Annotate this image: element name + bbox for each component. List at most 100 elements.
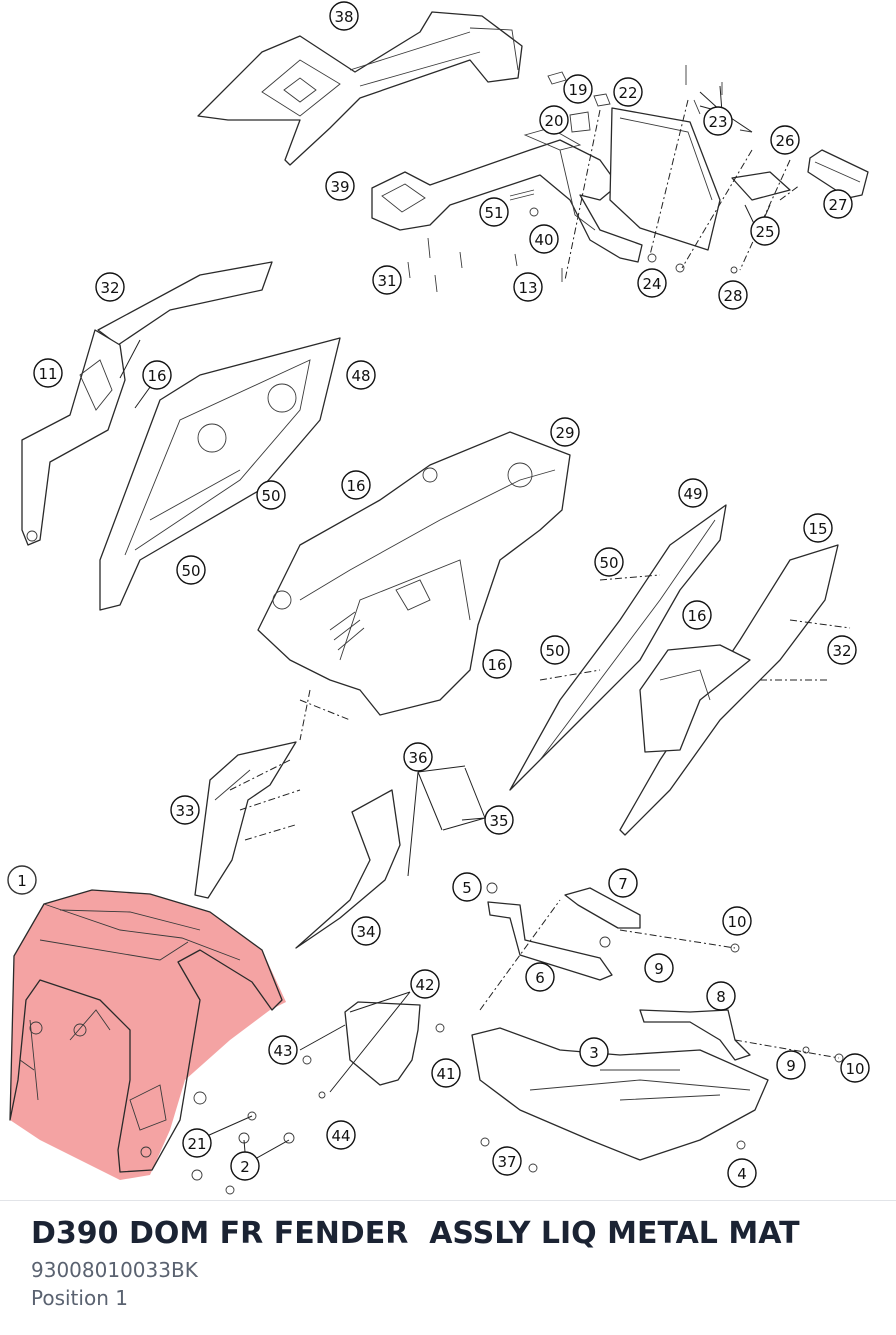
callout-49[interactable]: 49 [678, 478, 708, 508]
callout-16[interactable]: 16 [682, 600, 712, 630]
callout-circle [722, 906, 752, 936]
callout-11[interactable]: 11 [33, 358, 63, 388]
callout-50[interactable]: 50 [176, 555, 206, 585]
callout-label: 50 [545, 642, 564, 660]
callout-circle [410, 969, 440, 999]
part-38-grab-rail[interactable] [197, 11, 523, 166]
callout-7[interactable]: 7 [608, 868, 638, 898]
part-41-inner-fender[interactable] [344, 1001, 421, 1086]
part-11-side-panel[interactable] [21, 329, 126, 546]
callout-9[interactable]: 9 [776, 1050, 806, 1080]
callout-label: 1 [17, 872, 27, 890]
callout-label: 13 [518, 279, 537, 297]
callout-41[interactable]: 41 [431, 1058, 461, 1088]
callout-20[interactable]: 20 [539, 105, 569, 135]
callout-label: 16 [346, 477, 365, 495]
part-48-inner-panel[interactable] [99, 337, 341, 611]
part-39-rail-bracket[interactable] [371, 127, 643, 263]
callout-34[interactable]: 34 [351, 916, 381, 946]
callout-label: 32 [100, 279, 119, 297]
callout-27[interactable]: 27 [823, 189, 853, 219]
callout-21[interactable]: 21 [182, 1128, 212, 1158]
callout-22[interactable]: 22 [613, 77, 643, 107]
callout-32[interactable]: 32 [95, 272, 125, 302]
callout-circle [479, 197, 509, 227]
callout-circle [803, 513, 833, 543]
callout-circle [637, 268, 667, 298]
part-7-bracket[interactable] [564, 887, 641, 929]
callout-42[interactable]: 42 [410, 969, 440, 999]
callout-label: 28 [723, 287, 742, 305]
part-info-panel: D390 DOM FR FENDER ASSLY LIQ METAL MAT 9… [31, 1212, 871, 1312]
callout-10[interactable]: 10 [840, 1053, 870, 1083]
callout-circle [33, 358, 63, 388]
callout-15[interactable]: 15 [803, 513, 833, 543]
callout-13[interactable]: 13 [513, 272, 543, 302]
part-33-small-cover[interactable] [194, 741, 297, 899]
callout-39[interactable]: 39 [325, 171, 355, 201]
callout-31[interactable]: 31 [372, 265, 402, 295]
callout-50[interactable]: 50 [256, 480, 286, 510]
callout-44[interactable]: 44 [326, 1120, 356, 1150]
callout-6[interactable]: 6 [525, 962, 555, 992]
callout-label: 19 [568, 81, 587, 99]
callout-circle [540, 635, 570, 665]
callout-19[interactable]: 19 [563, 74, 593, 104]
callout-16[interactable]: 16 [341, 470, 371, 500]
callout-51[interactable]: 51 [479, 197, 509, 227]
part-29-seat-frame[interactable] [257, 431, 571, 716]
callout-label: 21 [187, 1135, 206, 1153]
part-25-reflector-bracket[interactable] [731, 171, 791, 201]
callout-26[interactable]: 26 [770, 125, 800, 155]
callout-10[interactable]: 10 [722, 906, 752, 936]
callout-2[interactable]: 2 [230, 1151, 260, 1181]
part-3-underguard[interactable] [471, 1027, 769, 1161]
callout-33[interactable]: 33 [170, 795, 200, 825]
callout-38[interactable]: 38 [329, 1, 359, 31]
callout-40[interactable]: 40 [529, 224, 559, 254]
part-27-reflector[interactable] [807, 149, 869, 199]
callout-circle [550, 417, 580, 447]
callout-36[interactable]: 36 [403, 742, 433, 772]
callout-1[interactable]: 1 [7, 865, 37, 895]
part-34-center-panel[interactable] [295, 789, 401, 949]
callout-4[interactable]: 4 [727, 1158, 757, 1188]
callout-9[interactable]: 9 [644, 953, 674, 983]
callout-label: 41 [436, 1065, 455, 1083]
part-1-front-fender[interactable] [9, 889, 286, 1180]
part-49-tail-strip[interactable] [509, 504, 727, 791]
callout-48[interactable]: 48 [346, 360, 376, 390]
callout-37[interactable]: 37 [492, 1146, 522, 1176]
part-15-side-fairing[interactable] [619, 544, 839, 836]
callout-5[interactable]: 5 [452, 872, 482, 902]
callout-label: 27 [828, 196, 847, 214]
callout-circle [170, 795, 200, 825]
callout-29[interactable]: 29 [550, 417, 580, 447]
callout-3[interactable]: 3 [579, 1037, 609, 1067]
callout-50[interactable]: 50 [594, 547, 624, 577]
part-8-bracket[interactable] [639, 1009, 751, 1061]
part-22-plate-holder[interactable] [609, 107, 721, 251]
callout-16[interactable]: 16 [142, 360, 172, 390]
callout-label: 8 [716, 988, 726, 1006]
callout-23[interactable]: 23 [703, 106, 733, 136]
callout-8[interactable]: 8 [706, 981, 736, 1011]
part-6-bracket[interactable] [487, 901, 613, 981]
callout-circle [351, 916, 381, 946]
callout-label: 50 [181, 562, 200, 580]
callout-label: 15 [808, 520, 827, 538]
callout-circle [563, 74, 593, 104]
callout-32[interactable]: 32 [827, 635, 857, 665]
callout-label: 5 [462, 879, 472, 897]
callout-24[interactable]: 24 [637, 268, 667, 298]
callout-35[interactable]: 35 [484, 805, 514, 835]
callout-43[interactable]: 43 [268, 1035, 298, 1065]
part-32-upper-cover[interactable] [97, 261, 273, 346]
callout-50[interactable]: 50 [540, 635, 570, 665]
callout-circle [539, 105, 569, 135]
part-number: 93008010033BK [31, 1258, 198, 1282]
callout-25[interactable]: 25 [750, 216, 780, 246]
callout-circle [608, 868, 638, 898]
callout-16[interactable]: 16 [482, 649, 512, 679]
callout-28[interactable]: 28 [718, 280, 748, 310]
